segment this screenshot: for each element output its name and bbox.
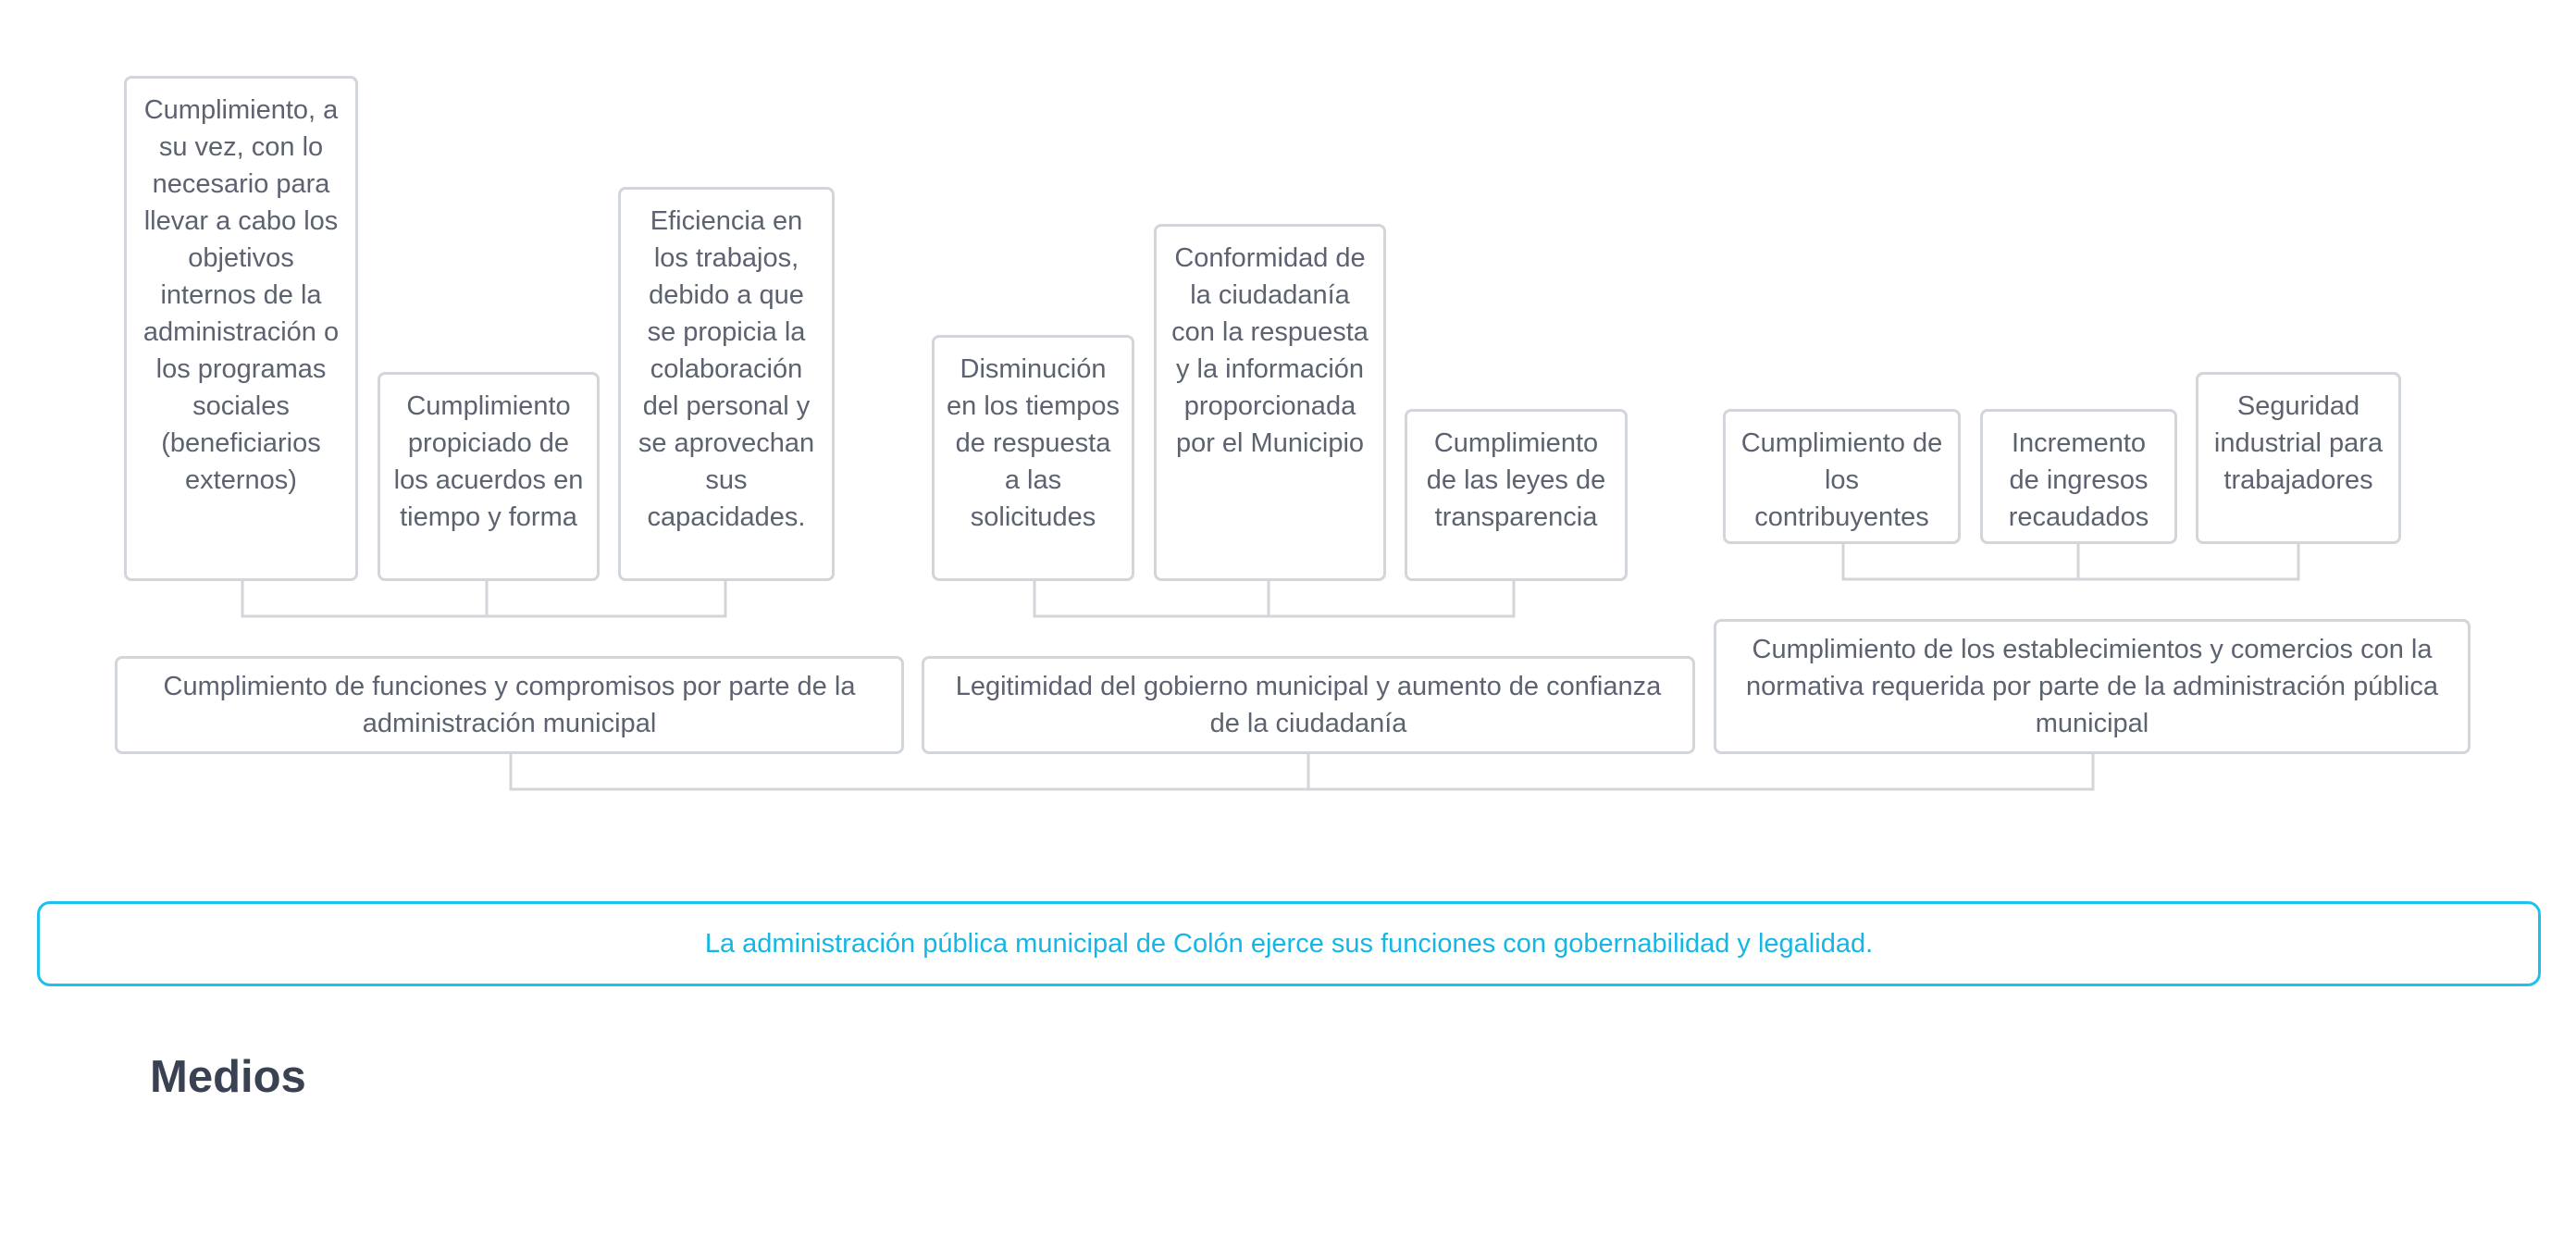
effect-box-4: Disminución en los tiempos de respuesta … xyxy=(932,335,1134,581)
purpose-box: La administración pública municipal de C… xyxy=(37,901,2541,986)
effect-text-3: Eficiencia en los trabajos, debido a que… xyxy=(638,206,815,532)
effect-box-7: Cumplimiento de los contribuyentes xyxy=(1723,409,1961,544)
component-box-2: Legitimidad del gobierno municipal y aum… xyxy=(922,656,1695,754)
component-box-3: Cumplimiento de los establecimientos y c… xyxy=(1714,619,2471,754)
effect-box-8: Incremento de ingresos recaudados xyxy=(1980,409,2177,544)
component-text-3: Cumplimiento de los establecimientos y c… xyxy=(1746,635,2438,738)
component-box-1: Cumplimiento de funciones y compromisos … xyxy=(115,656,904,754)
effect-text-7: Cumplimiento de los contribuyentes xyxy=(1740,428,1943,532)
connector-group-3 xyxy=(1841,542,2300,581)
connector-group-2 xyxy=(1033,579,1516,618)
effect-text-6: Cumplimiento de las leyes de transparenc… xyxy=(1426,428,1606,532)
section-title-medios: Medios xyxy=(150,1052,306,1102)
effect-box-3: Eficiencia en los trabajos, debido a que… xyxy=(618,187,835,581)
effect-box-9: Seguridad industrial para trabajadores xyxy=(2196,372,2401,544)
connector-components xyxy=(509,752,2095,791)
effect-box-6: Cumplimiento de las leyes de transparenc… xyxy=(1405,409,1628,581)
component-text-2: Legitimidad del gobierno municipal y aum… xyxy=(955,672,1662,738)
effect-box-1: Cumplimiento, a su vez, con lo necesario… xyxy=(124,76,358,581)
effect-text-8: Incremento de ingresos recaudados xyxy=(2008,428,2149,532)
effect-text-1: Cumplimiento, a su vez, con lo necesario… xyxy=(142,95,340,495)
effect-box-5: Conformidad de la ciudadanía con la resp… xyxy=(1154,224,1386,581)
connector-group-1 xyxy=(241,579,727,618)
effect-text-5: Conformidad de la ciudadanía con la resp… xyxy=(1171,243,1368,458)
purpose-text: La administración pública municipal de C… xyxy=(704,928,1874,959)
effect-box-2: Cumplimiento propiciado de los acuerdos … xyxy=(378,372,600,581)
effect-text-2: Cumplimiento propiciado de los acuerdos … xyxy=(393,391,584,532)
component-text-1: Cumplimiento de funciones y compromisos … xyxy=(163,672,856,738)
effect-text-9: Seguridad industrial para trabajadores xyxy=(2213,391,2384,495)
effect-text-4: Disminución en los tiempos de respuesta … xyxy=(947,354,1120,532)
